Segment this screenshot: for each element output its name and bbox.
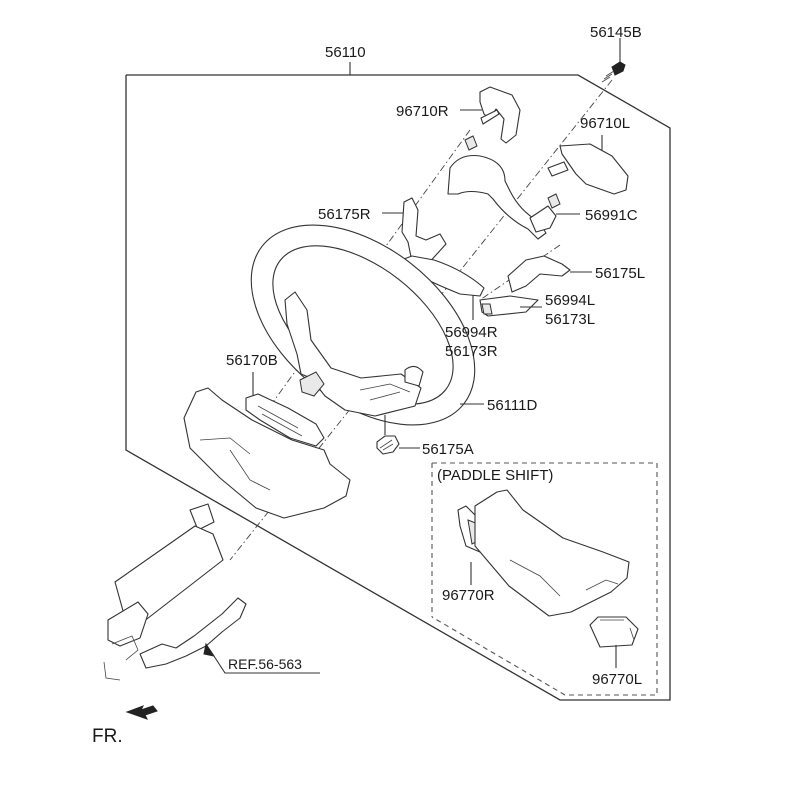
bolt-56145b[interactable] <box>601 38 626 83</box>
switch-body-icon <box>479 86 521 144</box>
harness-clip-icon <box>529 205 557 233</box>
label-56175r[interactable]: 56175R <box>318 206 371 223</box>
steering-wheel-56111d[interactable] <box>214 185 512 466</box>
steering-column <box>103 503 224 681</box>
switch-left-stem-icon <box>547 161 569 177</box>
label-96710r[interactable]: 96710R <box>396 103 449 120</box>
nut-detail-icon <box>379 439 394 451</box>
switch-96710l[interactable] <box>547 135 629 195</box>
label-56994r[interactable]: 56994R <box>445 324 498 341</box>
column-bracket-icon <box>103 635 139 681</box>
label-96710l[interactable]: 96710L <box>580 115 631 132</box>
assembly-frame <box>125 74 671 701</box>
bolt-thread-icon <box>601 70 615 83</box>
front-arrow-icon <box>125 705 158 720</box>
lower-cover-body <box>183 387 351 519</box>
bracket-56175r[interactable] <box>382 197 485 320</box>
cover-left-icon <box>479 295 539 317</box>
paddle-shift-cover <box>474 489 630 617</box>
front-direction-label: FR. <box>92 726 123 747</box>
switch-96710r[interactable] <box>460 86 521 151</box>
label-56111d[interactable]: 56111D <box>487 397 538 414</box>
damper-detail-icon <box>257 405 303 437</box>
paddle-left-icon <box>589 616 639 648</box>
bracket-right-icon <box>401 197 447 267</box>
harness-body-icon <box>447 154 547 240</box>
label-56173r[interactable]: 56173R <box>445 343 498 360</box>
column-spline-icon <box>189 503 215 531</box>
label-56994l[interactable]: 56994L <box>545 292 596 309</box>
label-ref[interactable]: REF.56-563 <box>228 656 302 672</box>
label-56175l[interactable]: 56175L <box>595 265 646 282</box>
paddle-cover-detail <box>509 559 619 597</box>
bracket-56175l[interactable] <box>507 255 592 293</box>
label-56170b[interactable]: 56170B <box>226 352 278 369</box>
spoke-end-icon <box>404 365 424 387</box>
cover-56994l[interactable] <box>479 295 542 317</box>
hub-boss-icon <box>299 371 325 397</box>
label-56173l[interactable]: 56173L <box>545 311 596 328</box>
damper-56170b[interactable] <box>245 372 325 447</box>
paddle-shift-96770l[interactable] <box>589 616 639 668</box>
damper-icon <box>245 393 325 447</box>
paddle-shift-heading: (PADDLE SHIFT) <box>437 467 554 484</box>
label-56110: 56110 <box>325 44 366 61</box>
harness-connector-icon <box>547 193 561 209</box>
paddle-left-detail <box>600 619 635 641</box>
paddle-cover-body <box>474 489 630 617</box>
cover-left-clip-icon <box>481 303 493 315</box>
lower-cover <box>183 387 351 519</box>
column-mount-icon <box>107 601 149 647</box>
leader-ref <box>209 649 320 674</box>
switch-stem-icon <box>480 109 500 125</box>
ref-lever[interactable] <box>139 597 320 674</box>
switch-left-body-icon <box>559 143 629 195</box>
lever-icon <box>139 597 247 669</box>
bolt-head-icon <box>611 61 626 76</box>
nut-56175a[interactable] <box>376 435 420 455</box>
nut-icon <box>376 435 400 455</box>
label-56991c[interactable]: 56991C <box>585 207 638 224</box>
connector-icon <box>464 135 478 151</box>
hub-detail-icon <box>359 383 411 401</box>
harness-56991c[interactable] <box>447 154 580 240</box>
label-56145b[interactable]: 56145B <box>590 24 642 41</box>
label-96770r[interactable]: 96770R <box>442 587 495 604</box>
bracket-left-icon <box>507 255 571 293</box>
label-96770l[interactable]: 96770L <box>592 671 643 688</box>
lower-cover-detail <box>199 437 271 491</box>
label-56175a[interactable]: 56175A <box>422 441 474 458</box>
